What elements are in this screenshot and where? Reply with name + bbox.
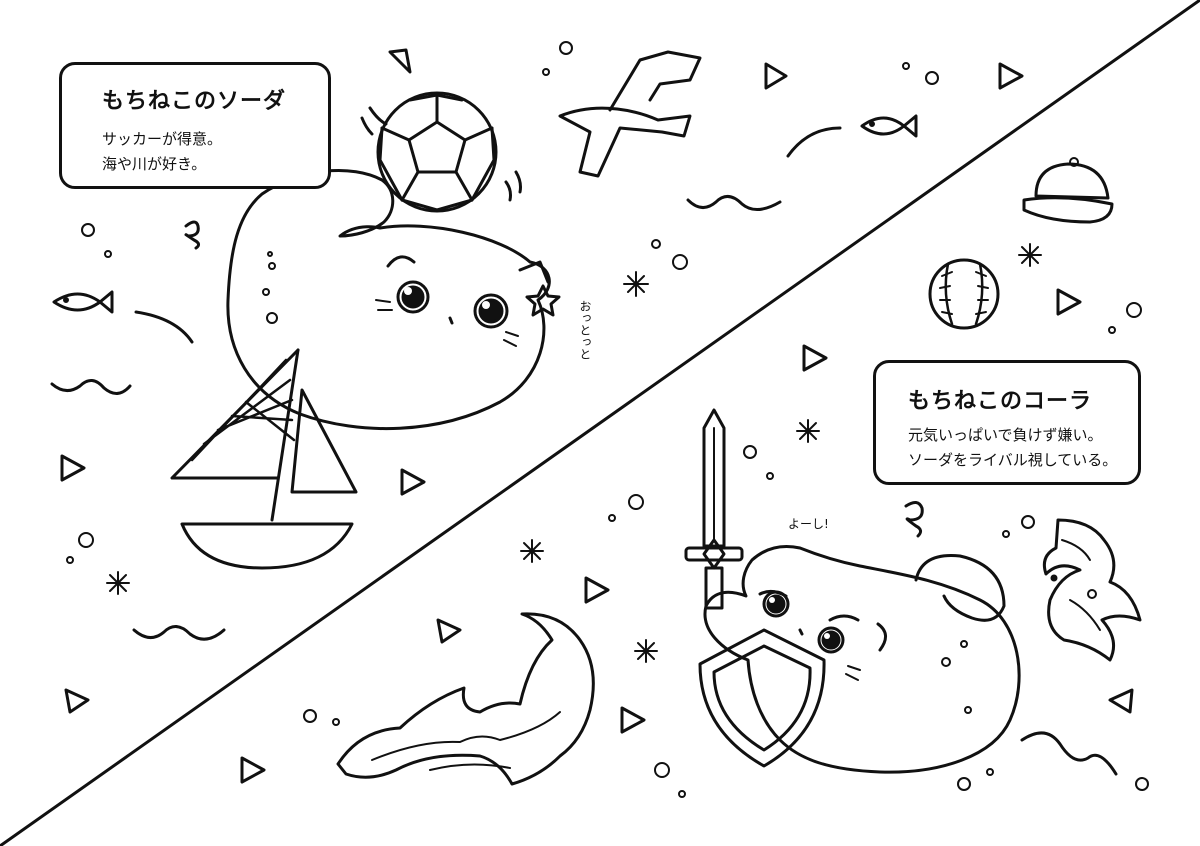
star-icon: [525, 284, 561, 317]
triangle-icon: [1056, 288, 1082, 316]
soccer-ball-icon: [376, 91, 498, 213]
triangle-icon: [764, 62, 788, 90]
fish-icon: [860, 114, 918, 138]
soda-info-card: もちねこのソーダ サッカーが得意。 海や川が好き。: [59, 62, 331, 189]
wave-icon: [686, 195, 782, 211]
swim-trail: [134, 310, 194, 344]
triangle-icon: [388, 48, 412, 74]
fish-icon: [52, 290, 114, 314]
cola-line-1: 元気いっぱいで負けず嫌い。: [908, 426, 1103, 444]
cola-cat: [703, 545, 1021, 774]
triangle-icon: [240, 756, 266, 784]
sailboat-icon: [170, 348, 358, 570]
triangle-icon: [998, 62, 1024, 90]
flame-bird-icon: [1042, 518, 1142, 662]
cap-icon: [1022, 157, 1114, 224]
shield-icon: [698, 628, 826, 768]
triangle-icon: [436, 618, 462, 644]
motion-lines-icon: [360, 106, 522, 202]
wave-icon: [50, 379, 132, 395]
triangle-icon: [64, 688, 90, 714]
cola-exclamation: よーし!: [788, 517, 829, 531]
sparkle-icon: [106, 571, 130, 595]
seagull-icon: [558, 50, 702, 178]
cola-name: もちねこのコーラ: [908, 389, 1093, 414]
swirl-icon: [904, 501, 924, 538]
sparkle-icon: [623, 271, 649, 297]
cola-line-2: ソーダをライバル視している。: [908, 451, 1118, 469]
soda-name: もちねこのソーダ: [102, 89, 287, 114]
triangle-icon: [60, 454, 86, 482]
flame-icon: [336, 612, 595, 786]
triangle-icon: [1108, 688, 1134, 714]
wave-icon: [132, 625, 226, 641]
sword-icon: [684, 408, 744, 610]
soda-exclamation: おっとっと: [578, 300, 592, 360]
triangle-icon: [400, 468, 426, 496]
sparkle-icon: [1018, 243, 1042, 267]
baseball-icon: [928, 258, 1000, 330]
soda-line-1: サッカーが得意。: [102, 130, 223, 148]
sparkle-icon: [634, 639, 658, 663]
triangle-icon: [584, 576, 610, 604]
swirl-icon: [184, 220, 201, 250]
soda-line-2: 海や川が好き。: [102, 155, 207, 173]
swim-trail: [786, 126, 842, 158]
triangle-icon: [620, 706, 646, 734]
soda-cat: [226, 169, 561, 431]
wave-icon: [1020, 731, 1118, 776]
cola-info-card: もちねこのコーラ 元気いっぱいで負けず嫌い。 ソーダをライバル視している。: [873, 360, 1141, 485]
triangle-icon: [802, 344, 828, 372]
sparkle-icon: [796, 419, 820, 443]
sparkle-icon: [520, 539, 544, 563]
